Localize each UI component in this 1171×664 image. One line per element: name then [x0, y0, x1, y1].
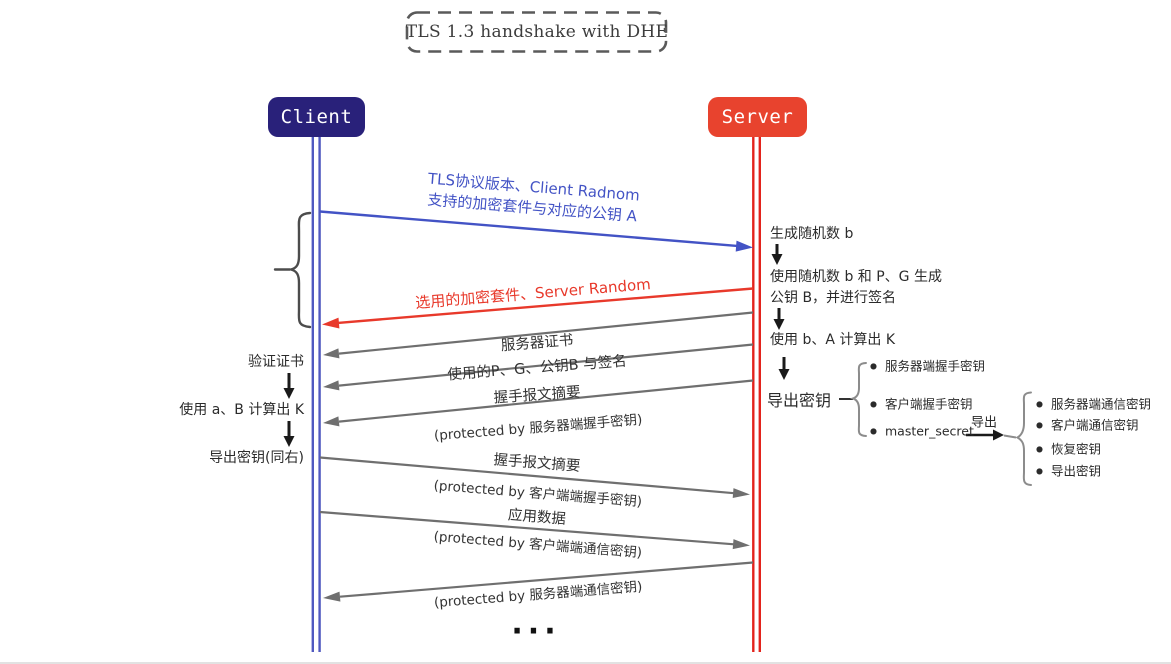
server-actor-label: Server [721, 106, 794, 128]
client-actor-box: Client [268, 97, 365, 137]
server-finished-arrow [323, 379, 754, 427]
server-params-arrow [323, 343, 754, 391]
master-derived-key-label: 客户端通信密钥 [1050, 417, 1139, 433]
ellipsis: ... [511, 606, 561, 642]
client-step-down-arrows [283, 373, 295, 447]
master-derived-key-item: 服务器端通信密钥 [1036, 394, 1151, 413]
bullet-icon [870, 359, 885, 374]
bullet-icon [1036, 442, 1051, 457]
bullet-icon [1036, 418, 1051, 433]
server-hello-arrow [322, 287, 754, 329]
bullet-icon [870, 424, 885, 439]
server-step-generate-random: 生成随机数 b [770, 226, 854, 242]
client-step-derive-keys: 导出密钥(同右) [209, 450, 304, 466]
handshake-group-brace [273, 211, 312, 329]
server-step-compute-k: 使用 b、A 计算出 K [770, 332, 895, 348]
derived-keys-brace [849, 362, 867, 437]
app-data-label: 应用数据 [507, 507, 567, 528]
derived-key-label: master_secret [884, 423, 974, 439]
server-app-data-arrow [323, 561, 754, 602]
master-derived-key-label: 恢复密钥 [1050, 441, 1101, 457]
master-derived-key-label: 导出密钥 [1050, 463, 1101, 479]
title-box-border [405, 11, 668, 53]
bullet-icon [1036, 464, 1051, 479]
master-derived-key-label: 服务器端通信密钥 [1050, 396, 1151, 412]
derived-key-item: 服务器端握手密钥 [870, 356, 985, 375]
server-step-make-pubkey: 使用随机数 b 和 P、G 生成 公钥 B，并进行签名 [770, 267, 942, 309]
derived-key-label: 客户端握手密钥 [884, 396, 973, 412]
master-derived-keys-brace [1015, 391, 1032, 486]
derived-key-item: 客户端握手密钥 [870, 394, 973, 413]
client-actor-label: Client [280, 106, 353, 128]
master-derived-key-item: 客户端通信密钥 [1036, 415, 1139, 434]
server-actor-box: Server [708, 97, 807, 137]
server-step-down-arrows [771, 244, 790, 380]
server-step-make-pubkey-line1: 使用随机数 b 和 P、G 生成 [770, 269, 942, 285]
derived-key-label: 服务器端握手密钥 [884, 358, 985, 374]
master-derived-key-item: 恢复密钥 [1036, 439, 1101, 458]
server-lifeline [752, 137, 761, 652]
diagram-title: TLS 1.3 handshake with DHE [405, 22, 669, 42]
bullet-icon [1036, 397, 1051, 412]
derive-arrow-label: 导出 [970, 415, 998, 431]
bullet-icon [870, 397, 885, 412]
derive-arrow [966, 429, 1017, 441]
master-derived-key-item: 导出密钥 [1036, 461, 1101, 480]
client-hello-arrow [319, 210, 753, 252]
server-certificate-arrow [323, 311, 754, 359]
server-step-make-pubkey-line2: 公钥 B，并进行签名 [770, 290, 897, 306]
client-step-compute-k: 使用 a、B 计算出 K [179, 402, 304, 418]
derived-key-item: master_secret [870, 424, 974, 439]
app-data-arrow [319, 510, 750, 550]
client-step-verify-cert: 验证证书 [248, 354, 304, 370]
client-finished-arrow [319, 456, 750, 498]
server-step-derive-keys: 导出密钥 [767, 391, 832, 410]
client-lifeline [311, 137, 321, 652]
